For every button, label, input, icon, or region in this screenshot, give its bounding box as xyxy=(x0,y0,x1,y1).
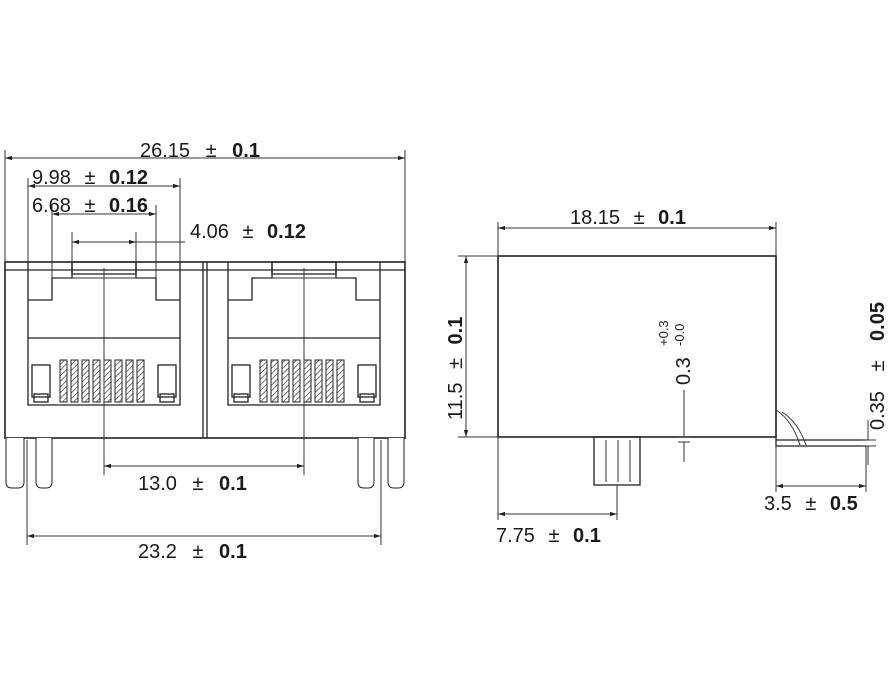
dim-pin-span: 23.2 ± 0.1 xyxy=(138,541,247,563)
dim-depth: 18.15 ± 0.1 xyxy=(570,207,686,229)
dim-port-pitch: 13.0 ± 0.1 xyxy=(138,473,247,495)
side-post xyxy=(593,436,641,486)
left-port xyxy=(27,261,181,406)
side-body xyxy=(497,255,777,438)
dim-standoff-tol-minus: -0.0 xyxy=(672,324,687,346)
dim-standoff: 0.3 xyxy=(673,357,695,385)
housing-outline xyxy=(4,261,406,439)
mounting-pins xyxy=(5,438,405,489)
dim-post-position: 7.75 ± 0.1 xyxy=(496,525,601,547)
dim-height: 11.5 ± 0.1 xyxy=(445,317,467,420)
front-view: 26.15 ± 0.1 9.98 ± 0.12 6.68 ± 0.16 4.06… xyxy=(4,140,406,563)
right-port xyxy=(227,261,381,406)
dim-lead-length: 3.5 ± 0.5 xyxy=(764,493,858,515)
dim-inner-width: 6.68 ± 0.16 xyxy=(32,195,148,217)
dim-standoff-tol-plus: +0.3 xyxy=(656,320,671,346)
dim-overall-width: 26.15 ± 0.1 xyxy=(140,140,260,162)
side-view: 18.15 ± 0.1 11.5 ± 0.1 0.3 +0.3 -0.0 xyxy=(445,207,889,547)
dim-key-width: 4.06 ± 0.12 xyxy=(190,221,306,243)
dim-lead-thickness: 0.35 ± 0.05 xyxy=(867,302,889,430)
dim-opening-width: 9.98 ± 0.12 xyxy=(32,167,148,189)
left-port-contacts xyxy=(59,359,145,403)
